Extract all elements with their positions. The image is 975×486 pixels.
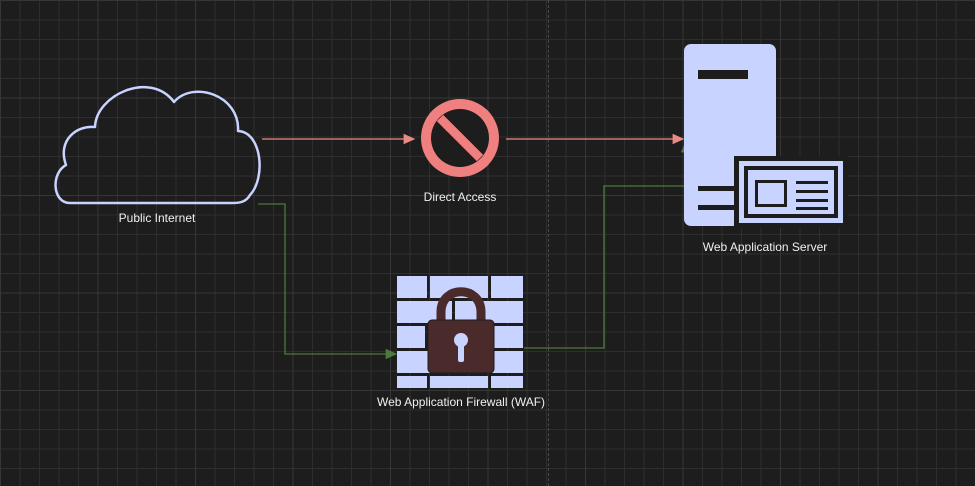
lock-icon [427, 287, 495, 374]
web-application-server-label: Web Application Server [702, 240, 828, 254]
edge-waf-to-server[interactable] [524, 140, 692, 349]
edge-internet-to-waf[interactable] [258, 203, 398, 360]
cloud-icon[interactable] [54, 85, 261, 205]
server-icon[interactable] [684, 44, 848, 228]
direct-access-label: Direct Access [423, 190, 497, 204]
page-guide-line [548, 0, 549, 486]
public-internet-label: Public Internet [118, 211, 196, 225]
no-entry-icon[interactable] [421, 99, 499, 177]
firewall-lock-icon[interactable] [397, 276, 523, 388]
waf-label: Web Application Firewall (WAF) [376, 395, 546, 409]
